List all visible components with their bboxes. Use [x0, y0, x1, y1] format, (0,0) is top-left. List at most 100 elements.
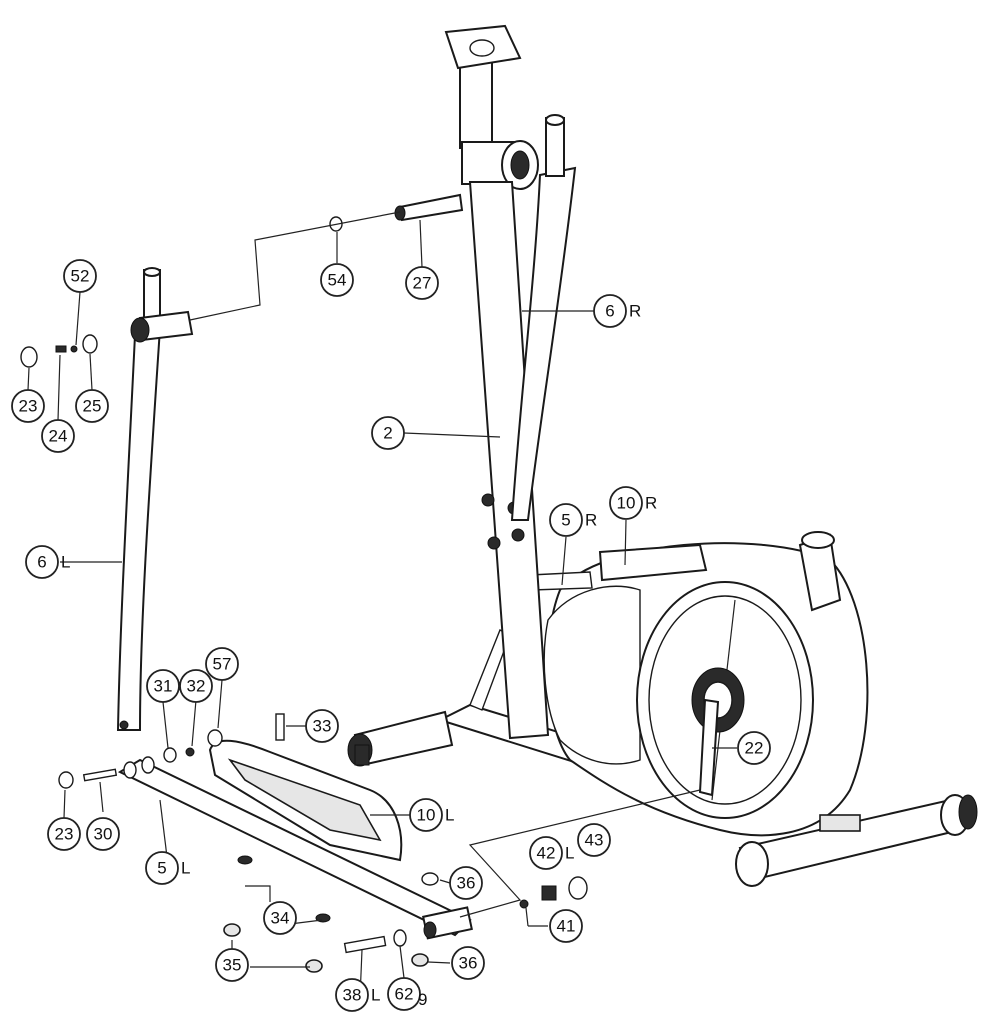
callout-side: L [61, 553, 70, 572]
callout-number: 36 [459, 954, 478, 973]
callout-circle [451, 946, 485, 980]
callout-circle [409, 798, 443, 832]
callout-number: 2 [383, 424, 392, 443]
callout-62: 62 [387, 977, 421, 1011]
callout-number: 30 [94, 825, 113, 844]
callout-31: 31 [146, 669, 180, 703]
callout-circle [86, 817, 120, 851]
callout-24: 24 [41, 419, 75, 453]
callout-57: 57 [205, 647, 239, 681]
callout-number: 10 [617, 494, 636, 513]
callout-2: 2 [371, 416, 405, 450]
callout-number: 52 [71, 267, 90, 286]
callout-number: 34 [271, 909, 290, 928]
callout-circle [335, 978, 369, 1012]
callout-41: 41 [549, 909, 583, 943]
callout-number: 42 [537, 844, 556, 863]
callout-side: L [371, 986, 380, 1005]
callout-circle [47, 817, 81, 851]
callout-number: 35 [223, 956, 242, 975]
callout-number: 36 [457, 874, 476, 893]
callout-number: 41 [557, 917, 576, 936]
callout-circle [179, 669, 213, 703]
callout-number: 6 [605, 302, 614, 321]
callout-23: 23 [47, 817, 81, 851]
callout-number: 10 [417, 806, 436, 825]
callout-33: 33 [305, 709, 339, 743]
callout-23: 23 [11, 389, 45, 423]
callout-42-l: 42 L [529, 836, 574, 870]
callout-number: 33 [313, 717, 332, 736]
page-number: 9 [418, 990, 428, 1009]
callout-circle [25, 545, 59, 579]
callout-number: 57 [213, 655, 232, 674]
callout-number: 24 [49, 427, 68, 446]
callout-number: 31 [154, 677, 173, 696]
callout-circle [549, 503, 583, 537]
callout-circle [41, 419, 75, 453]
callout-side: L [445, 806, 454, 825]
callout-number: 38 [343, 986, 362, 1005]
callout-circle [529, 836, 563, 870]
main-mast [394, 24, 577, 740]
callout-circle [11, 389, 45, 423]
callout-number: 5 [561, 511, 570, 530]
callout-circle [215, 948, 249, 982]
callout-number: 5 [157, 859, 166, 878]
callout-circle [320, 263, 354, 297]
callout-circle [63, 259, 97, 293]
callout-43: 43 [577, 823, 611, 857]
callout-10-r: 10 R [609, 486, 657, 520]
callout-22: 22 [737, 731, 771, 765]
callout-38-l: 38 L [335, 978, 380, 1012]
handlebar-6l [116, 267, 194, 731]
callout-side: L [181, 859, 190, 878]
callout-side: R [629, 302, 641, 321]
main-frame [347, 531, 978, 887]
callout-number: 25 [83, 397, 102, 416]
callout-side: R [645, 494, 657, 513]
callout-36: 36 [451, 946, 485, 980]
pedal-arm-5l [117, 756, 473, 940]
callout-circle [305, 709, 339, 743]
callout-number: 27 [413, 274, 432, 293]
callout-number: 43 [585, 831, 604, 850]
callout-27: 27 [405, 266, 439, 300]
callout-circle [205, 647, 239, 681]
callout-circle [593, 294, 627, 328]
callout-number: 6 [37, 553, 46, 572]
callout-36: 36 [449, 866, 483, 900]
callout-side: L [565, 844, 574, 863]
callout-circle [263, 901, 297, 935]
callout-circle [75, 389, 109, 423]
callout-circle [145, 851, 179, 885]
callout-circle [609, 486, 643, 520]
callout-circle [737, 731, 771, 765]
callout-32: 32 [179, 669, 213, 703]
callout-circle [405, 266, 439, 300]
callout-number: 32 [187, 677, 206, 696]
callout-30: 30 [86, 817, 120, 851]
callout-circle [146, 669, 180, 703]
callout-34: 34 [263, 901, 297, 935]
callout-number: 23 [19, 397, 38, 416]
callout-circle [387, 977, 421, 1011]
callout-52: 52 [63, 259, 97, 293]
pedal-10l [208, 739, 403, 862]
callout-number: 23 [55, 825, 74, 844]
callout-circle [371, 416, 405, 450]
callout-number: 62 [395, 985, 414, 1004]
callout-25: 25 [75, 389, 109, 423]
callout-circle [449, 866, 483, 900]
callout-number: 22 [745, 739, 764, 758]
callout-35: 35 [215, 948, 249, 982]
callout-circle [577, 823, 611, 857]
callout-side: R [585, 511, 597, 530]
callout-54: 54 [320, 263, 354, 297]
hardware [20, 216, 588, 973]
